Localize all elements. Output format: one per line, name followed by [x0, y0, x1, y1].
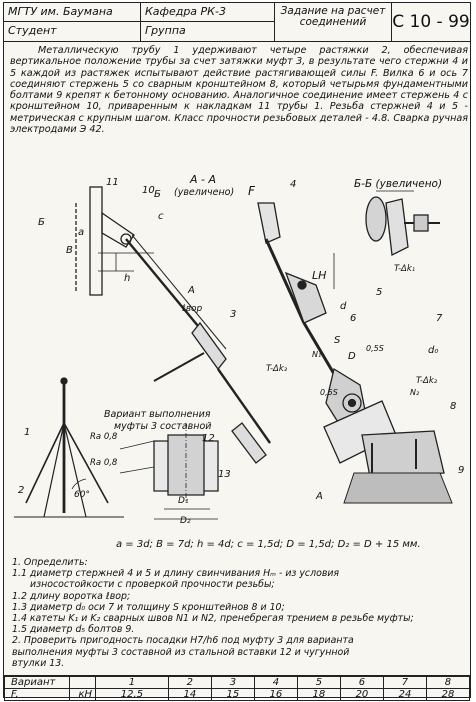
task-paragraph: Металлическую трубу 1 удерживают четыре … — [10, 45, 468, 136]
assignment-line: втулки 13. — [12, 657, 65, 669]
student-label: Студент — [4, 22, 141, 41]
weld-k3-label: T-Δk₃ — [266, 364, 288, 374]
department-name: Кафедра РК-3 — [141, 3, 275, 22]
force-unit: кН — [69, 688, 96, 701]
force-value: 14 — [167, 688, 212, 701]
force-value: 16 — [253, 688, 298, 701]
dimension-h: h — [124, 273, 130, 284]
part-number-1: 1 — [24, 427, 30, 438]
title-block: МГТУ им. Баумана Кафедра РК-3 Студент Гр… — [4, 3, 470, 42]
part-number-12: 12 — [202, 433, 215, 444]
assignment-line: выполнения муфты 3 составной из стальной… — [12, 646, 350, 658]
weld-k1-label: T-Δk₁ — [394, 264, 415, 274]
clearance-label-2: 0,5S — [320, 388, 338, 397]
force-value: 28 — [425, 688, 471, 701]
dimension-a: a — [78, 227, 84, 238]
dimension-d1: D₁ — [178, 496, 189, 506]
left-hand-thread-label: LH — [312, 269, 326, 282]
dimension-d: d — [340, 301, 347, 312]
variant-number: 7 — [382, 676, 427, 689]
pipe-overlay-11 — [89, 186, 103, 296]
part-number-3: 3 — [230, 309, 236, 320]
part-number-13: 13 — [218, 469, 231, 480]
assignment-line: 1.3 диаметр d₀ оси 7 и толщину S кронште… — [12, 601, 285, 613]
dimension-relations: a = 3d; B = 7d; h = 4d; c = 1,5d; D = 1,… — [116, 539, 421, 550]
force-value: 15 — [210, 688, 255, 701]
roughness-label-2: Ra 0,8 — [90, 458, 118, 468]
roughness-label-1: Ra 0,8 — [90, 432, 118, 442]
force-label: F — [248, 184, 256, 198]
clearance-label-1: 0,5S — [366, 344, 384, 353]
institute-name: МГТУ им. Баумана — [4, 3, 141, 22]
assignment-line: 1.2 длину воротка ℓвор; — [12, 590, 131, 602]
lever-length-label: ℓвор — [181, 304, 203, 314]
dimension-b: B — [66, 245, 73, 256]
section-aa-note: (увеличено) — [174, 187, 234, 198]
force-value: 12,5 — [95, 688, 169, 701]
variant-row-spacer — [69, 676, 96, 689]
part-number-4: 4 — [290, 179, 296, 190]
variant-number: 4 — [253, 676, 298, 689]
assignment-list: 1. Определить: 1.1 диаметр стержней 4 и … — [12, 551, 468, 669]
part-number-11: 11 — [106, 177, 119, 188]
variant-note-line-2: муфты 3 составной — [114, 421, 211, 432]
task-description: Металлическую трубу 1 удерживают четыре … — [10, 45, 468, 135]
part-number-6: 6 — [350, 313, 356, 324]
part-number-10: 10 — [142, 185, 155, 196]
force-value: 18 — [296, 688, 341, 701]
force-row-label: F, — [4, 688, 70, 701]
dimension-d-outer: D — [348, 351, 356, 362]
part-number-9: 9 — [458, 465, 464, 476]
variant-row-label: Вариант — [4, 676, 70, 689]
group-label: Группа — [141, 22, 275, 41]
assembly-drawing: А - А (увеличено) Б-Б (увеличено) F Вари… — [14, 173, 464, 526]
dimension-c: c — [158, 211, 164, 222]
part-number-2: 2 — [18, 485, 24, 496]
weld-k2-label: T-Δk₂ — [416, 376, 438, 386]
assignment-sheet: МГТУ им. Баумана Кафедра РК-3 Студент Гр… — [3, 2, 471, 701]
assignment-line: 1. Определить: — [12, 557, 88, 568]
section-mark-a-bottom: А — [315, 491, 323, 502]
dimension-s: S — [334, 335, 341, 346]
part-number-5: 5 — [376, 287, 382, 298]
assignment-title: Задание на расчет соединений — [275, 3, 392, 41]
header-divider — [4, 21, 275, 22]
variant-number: 3 — [210, 676, 255, 689]
assignment-line: 1.5 диаметр d₅ болтов 9. — [12, 624, 135, 636]
variant-number: 8 — [425, 676, 471, 689]
part-number-8: 8 — [450, 401, 456, 412]
weld-n2-label: N₂ — [410, 388, 420, 397]
variant-note-line-1: Вариант выполнения — [104, 409, 211, 420]
assignment-line: 1.4 катеты K₁ и K₂ сварных швов N1 и N2,… — [12, 613, 414, 625]
section-bb-label: Б-Б (увеличено) — [354, 178, 442, 190]
force-value: 24 — [382, 688, 427, 701]
force-row: F, кН 12,5 14 15 16 18 20 24 28 — [4, 688, 471, 701]
variant-number: 6 — [339, 676, 384, 689]
section-mark-a-top: А — [187, 285, 195, 296]
force-value: 20 — [339, 688, 384, 701]
section-mark-b-left: Б — [38, 217, 45, 228]
dimension-d2: D₂ — [180, 516, 191, 526]
dimension-d0: d₀ — [428, 345, 438, 356]
part-number-7: 7 — [436, 313, 443, 324]
variant-table: Вариант 1 2 3 4 5 6 7 8 F, кН 12,5 14 15… — [4, 675, 471, 701]
weld-n1-label: N₁ — [312, 350, 321, 359]
assignment-line: износостойкости с проверкой прочности ре… — [30, 579, 275, 591]
assignment-line: 2. Проверить пригодность посадки H7/h6 п… — [12, 635, 354, 647]
assignment-line: 1.1 диаметр стержней 4 и 5 и длину свинч… — [12, 568, 340, 580]
variant-number: 1 — [95, 676, 169, 689]
variant-number: 2 — [167, 676, 212, 689]
section-mark-b-right: Б — [154, 189, 161, 200]
variant-number: 5 — [296, 676, 341, 689]
variant-row: Вариант 1 2 3 4 5 6 7 8 — [4, 676, 471, 689]
angle-label: 60° — [74, 490, 90, 500]
section-aa-label: А - А — [189, 173, 216, 186]
assignment-code: С 10 - 99 — [392, 12, 470, 32]
